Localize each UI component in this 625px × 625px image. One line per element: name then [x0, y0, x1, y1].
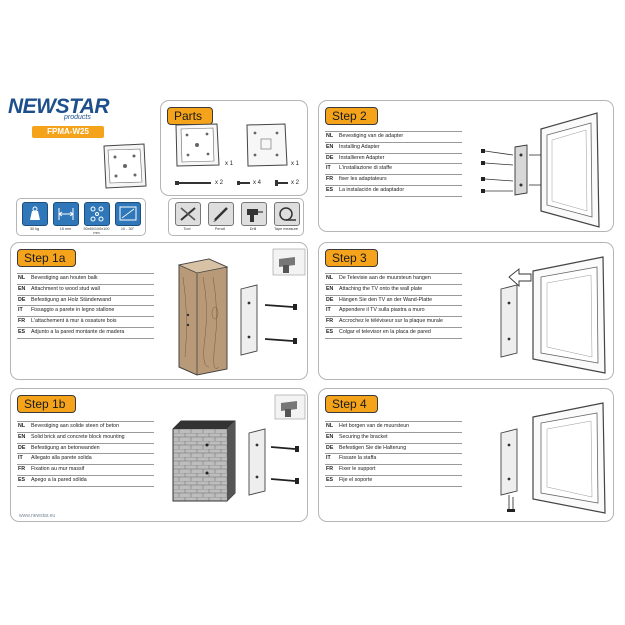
- short-screw-part: [237, 181, 250, 185]
- step-1b-illustration: [172, 394, 306, 502]
- parts-qty-4: x 4: [253, 180, 262, 186]
- step-2-title: Step 2: [325, 107, 378, 125]
- parts-qty-5: x 2: [291, 180, 300, 186]
- spec-vesa-label: 50x50/100x100 mm: [83, 227, 110, 235]
- pencil-icon: [208, 202, 234, 226]
- step-4-illustration: [500, 402, 606, 514]
- parts-qty-2: x 1: [291, 161, 300, 167]
- step-3-illustration: [500, 256, 606, 374]
- step-1a-title: Step 1a: [17, 249, 77, 267]
- parts-panel: Parts x 1 x 1 x 2 x 4 x 2: [160, 100, 308, 196]
- step-4-title: Step 4: [325, 395, 378, 413]
- brand-logo: NEWSTAR products: [8, 95, 110, 122]
- screwdriver-icon: [175, 202, 201, 226]
- brand-subtitle: products: [64, 114, 91, 121]
- wall-plate-illustration: [103, 143, 147, 189]
- tape-measure-icon: [274, 202, 300, 226]
- depth-icon: [53, 202, 79, 226]
- spec-weight: 30 kg: [20, 199, 49, 237]
- spec-screen-size-label: 10 - 30": [120, 227, 135, 231]
- spec-screen-size: 10 - 30": [113, 199, 142, 237]
- adapter-plate-part: [246, 123, 288, 167]
- step-3-title: Step 3: [325, 249, 378, 267]
- parts-qty-3: x 2: [215, 180, 224, 186]
- tool-pencil-label: Pencil: [214, 227, 226, 231]
- tools-bar: Tool Pencil Drill Tape measure: [168, 198, 304, 236]
- brand-url: www.newstar.eu: [19, 513, 56, 519]
- tool-drill: Drill: [237, 199, 269, 237]
- spec-depth: 15 mm: [51, 199, 80, 237]
- screen-size-icon: [115, 202, 141, 226]
- parts-qty-1: x 1: [225, 161, 234, 167]
- spec-weight-label: 30 kg: [29, 227, 40, 231]
- long-screw-part: [175, 181, 211, 185]
- parts-title: Parts: [167, 107, 214, 125]
- tool-tape-measure-label: Tape measure: [273, 227, 299, 231]
- wall-plate-part: [175, 123, 220, 167]
- brand-name: NEWSTAR: [8, 95, 110, 118]
- tool-drill-label: Drill: [249, 227, 257, 231]
- spec-depth-label: 15 mm: [59, 227, 72, 231]
- weight-icon: [22, 202, 48, 226]
- washer-screw-part: [275, 180, 288, 186]
- tool-tape-measure: Tape measure: [270, 199, 302, 237]
- spec-bar: 30 kg 15 mm 50x50/100x100 mm 10 - 30": [16, 198, 146, 236]
- model-badge: FPMA-W25: [32, 126, 104, 138]
- tool-tool: Tool: [171, 199, 203, 237]
- model-label: FPMA-W25: [47, 127, 89, 136]
- spec-vesa: 50x50/100x100 mm: [82, 199, 111, 237]
- step-1a-illustration: [177, 248, 306, 376]
- step-1b-title: Step 1b: [17, 395, 77, 413]
- drill-icon: [241, 202, 267, 226]
- tool-tool-label: Tool: [183, 227, 191, 231]
- vesa-icon: [84, 202, 110, 226]
- tool-pencil: Pencil: [204, 199, 236, 237]
- step-2-illustration: [481, 112, 600, 228]
